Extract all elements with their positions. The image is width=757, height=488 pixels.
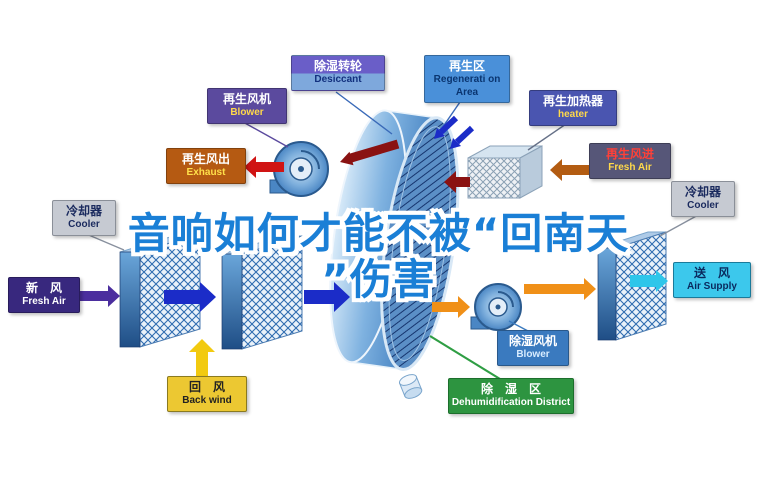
label-dehum-blower-en: Blower <box>516 349 550 360</box>
label-air-supply-zh: 送 风 <box>693 266 730 280</box>
regen-inlet-arrow-1 <box>434 115 459 139</box>
label-dehum-district-en: Dehumidification District <box>451 397 571 408</box>
label-cooler-right-zh: 冷却器 <box>684 185 721 199</box>
label-cooler-right-en: Cooler <box>687 200 719 211</box>
label-back-wind-en: Back wind <box>182 395 232 406</box>
callout-lines <box>83 91 701 380</box>
label-regeneration-area: 再生区 Regenerati on Area <box>424 55 510 103</box>
dehumidify-fan <box>470 283 522 331</box>
label-dehum-blower: 除湿风机 Blower <box>497 330 569 366</box>
label-regen-blower-en: Blower <box>230 107 264 118</box>
label-fresh-air: 新 风 Fresh Air <box>8 277 80 313</box>
fresh-air-inlet-arrow <box>78 285 120 307</box>
label-cooler-left-en: Cooler <box>68 219 100 230</box>
label-air-supply: 送 风 Air Supply <box>673 262 751 298</box>
label-desiccant-en: Desiccant <box>314 74 362 85</box>
label-regeneration-area-en: Regenerati on Area <box>433 74 501 98</box>
return-air-arrow <box>189 339 215 376</box>
label-back-wind-zh: 回 风 <box>188 380 225 394</box>
heater-to-wheel-arrow <box>444 171 470 193</box>
wheel-drive-part <box>398 374 423 399</box>
regen-heater-unit <box>467 145 543 199</box>
regen-inlet-arrow-2 <box>450 125 475 149</box>
label-back-wind: 回 风 Back wind <box>167 376 247 412</box>
supply-duct-arrow <box>524 278 596 300</box>
label-desiccant-zh: 除湿转轮 <box>313 59 362 73</box>
process-air-arrow-2 <box>304 282 350 312</box>
label-exhaust-zh: 再生风出 <box>181 152 230 166</box>
process-air-arrow-1 <box>164 282 216 312</box>
label-cooler-right: 冷却器 Cooler <box>671 181 735 217</box>
label-regen-blower-zh: 再生风机 <box>222 92 271 106</box>
label-air-supply-en: Air Supply <box>686 281 737 292</box>
label-regen-heater-zh: 再生加热器 <box>542 94 603 108</box>
watermark-line-2: ”伤害 <box>321 255 436 304</box>
label-fresh-air-en: Fresh Air <box>22 296 66 307</box>
label-regen-fresh-air: 再生风进 Fresh Air <box>589 143 671 179</box>
heater-inlet-arrow <box>550 159 594 181</box>
label-fresh-air-zh: 新 风 <box>25 281 62 295</box>
label-dehum-district: 除 湿 区 Dehumidification District <box>448 378 574 414</box>
label-regen-heater-en: heater <box>557 109 588 120</box>
cooler-unit-middle <box>221 235 303 350</box>
label-regen-fresh-air-en: Fresh Air <box>608 162 652 173</box>
flow-arrows <box>78 115 668 376</box>
label-desiccant: 除湿转轮 Desiccant <box>291 55 385 91</box>
wheel-outlet-arrow <box>432 296 470 318</box>
label-regeneration-area-zh: 再生区 <box>448 59 485 73</box>
label-regen-fresh-air-zh: 再生风进 <box>605 147 654 161</box>
air-supply-arrow <box>630 270 668 292</box>
label-exhaust: 再生风出 Exhaust <box>166 148 246 184</box>
label-regen-heater: 再生加热器 heater <box>529 90 617 126</box>
label-exhaust-en: Exhaust <box>186 167 226 178</box>
regen-fan <box>269 141 329 197</box>
watermark-line-1: 音响如何才能不被“回南天 <box>127 209 630 258</box>
exhaust-arrow <box>244 156 284 178</box>
label-cooler-left-zh: 冷却器 <box>65 204 102 218</box>
label-dehum-blower-zh: 除湿风机 <box>508 334 557 348</box>
label-regen-blower: 再生风机 Blower <box>207 88 287 124</box>
label-dehum-district-zh: 除 湿 区 <box>480 382 541 396</box>
regen-duct-arrow <box>340 139 400 166</box>
label-cooler-left: 冷却器 Cooler <box>52 200 116 236</box>
